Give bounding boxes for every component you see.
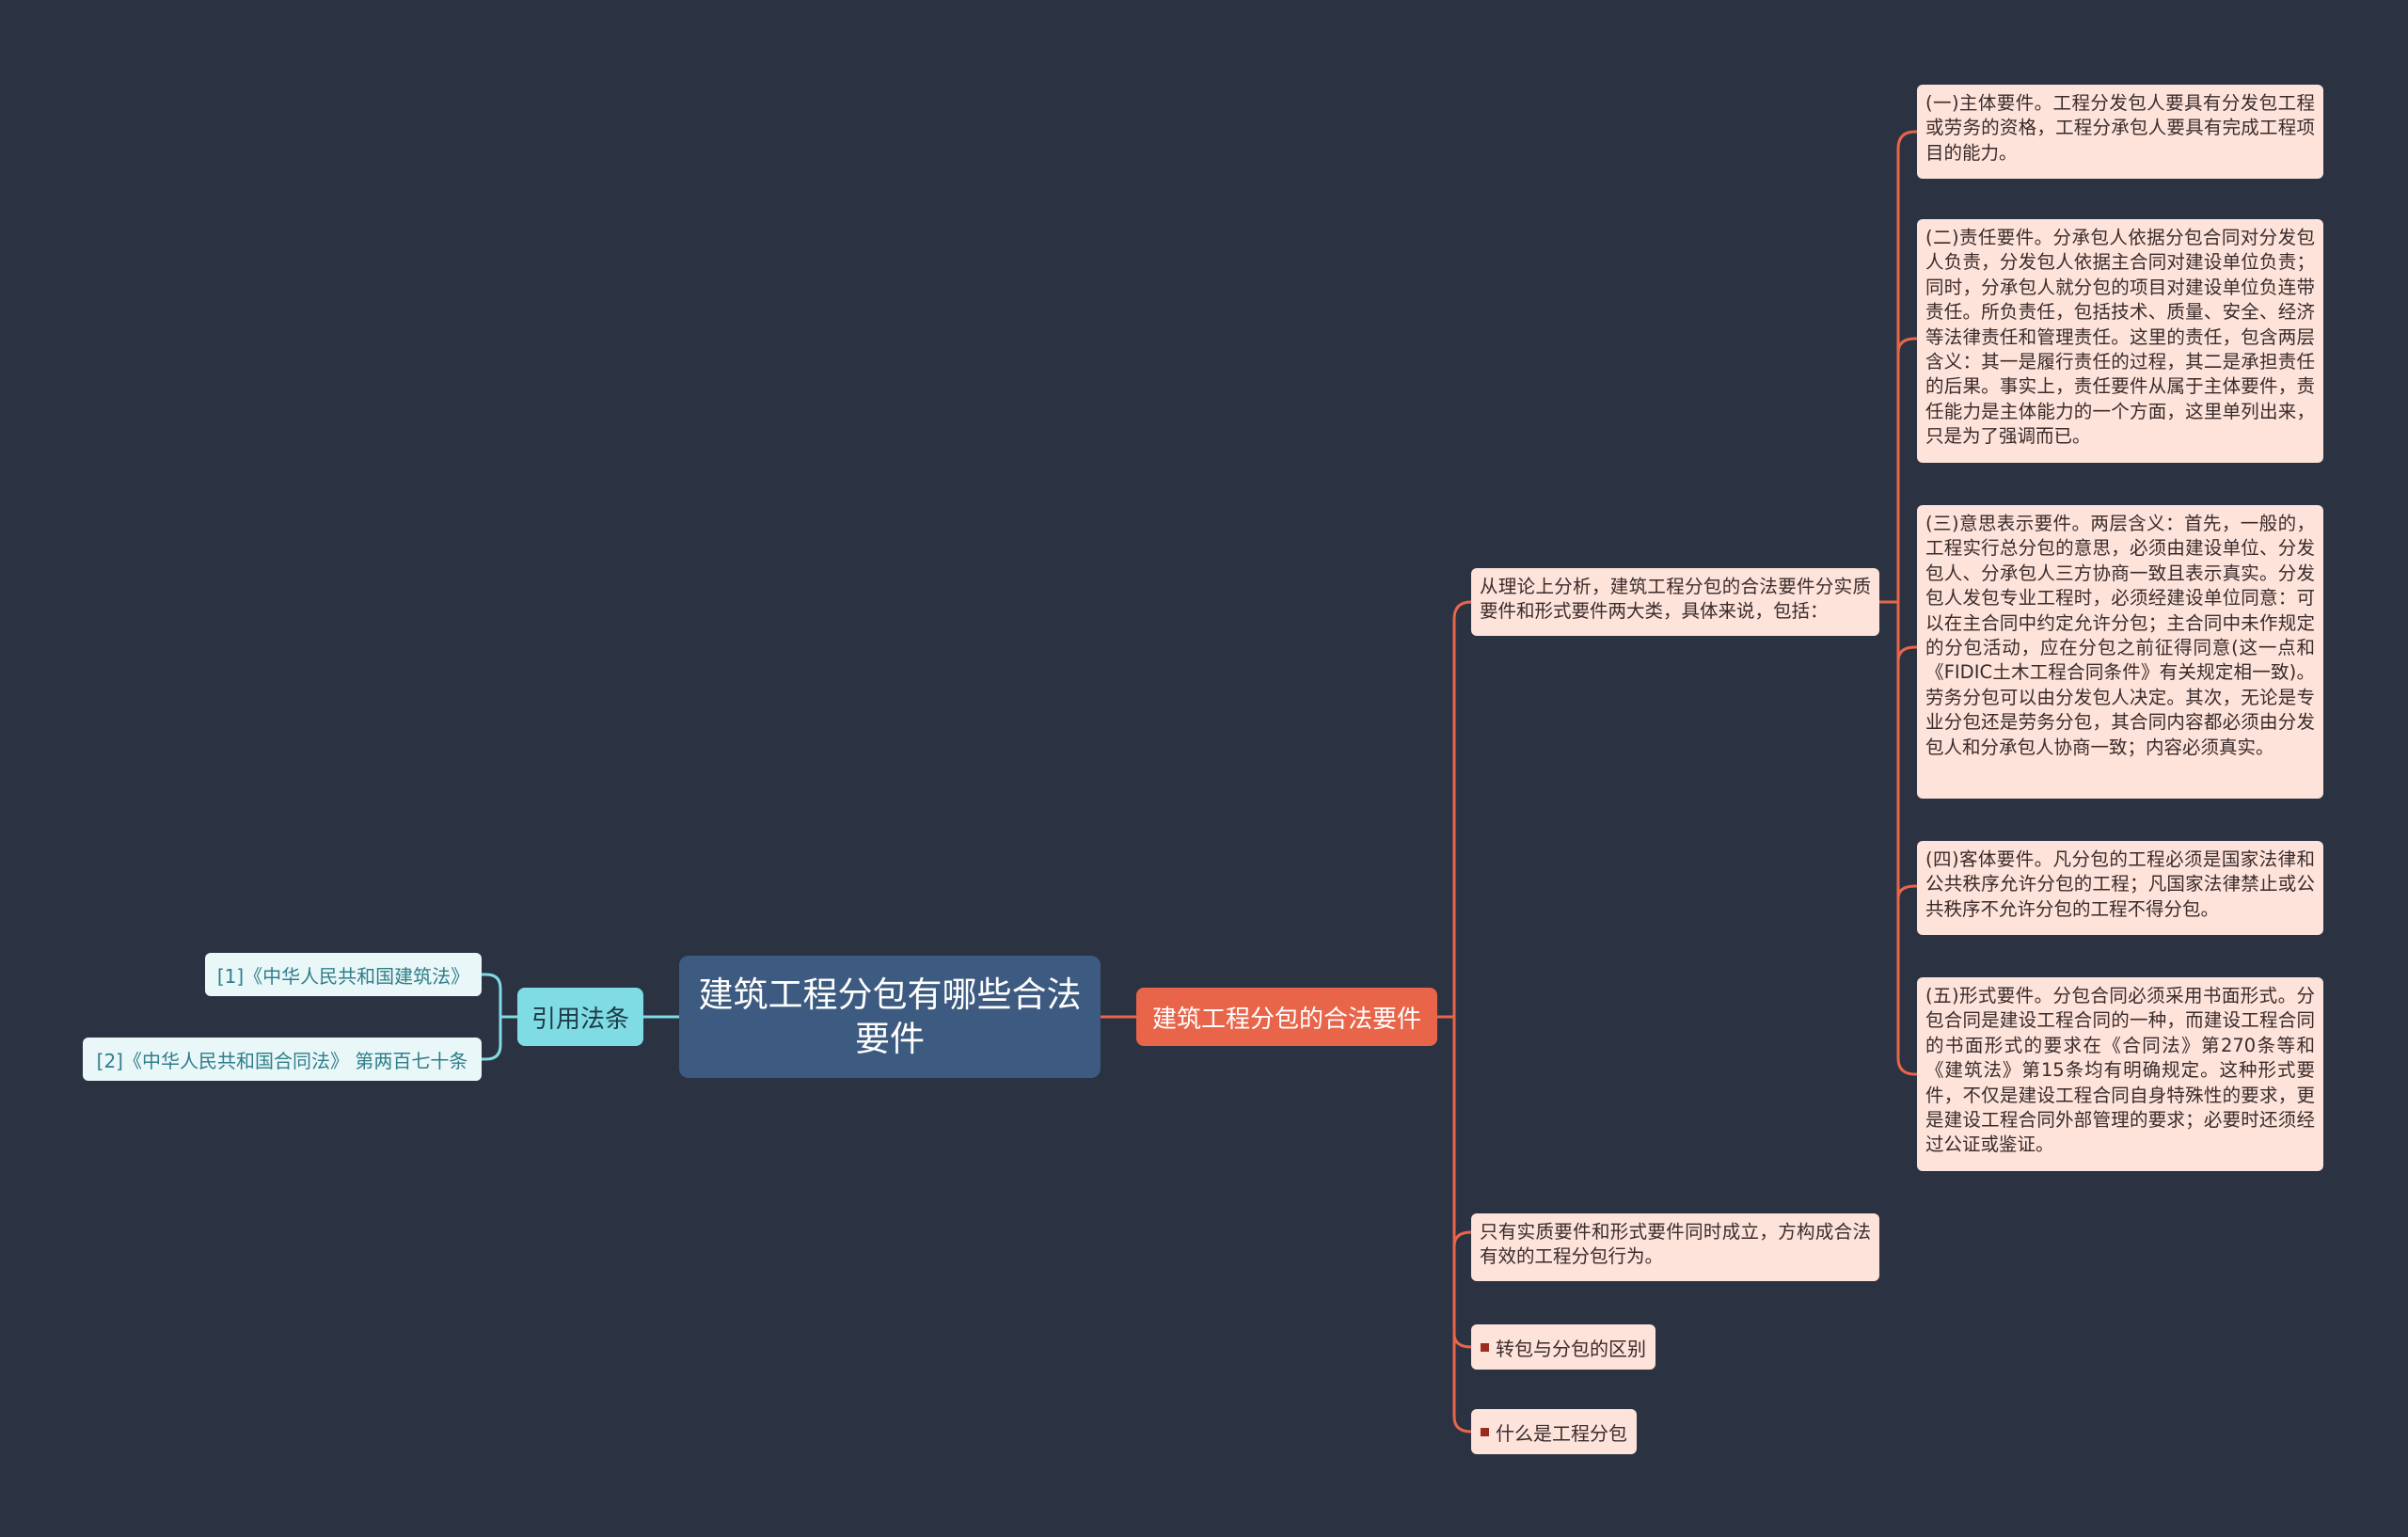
root-topic[interactable]: 建筑工程分包有哪些合法要件: [679, 956, 1101, 1078]
requirement-text: (五)形式要件。分包合同必须采用书面形式。分包合同是建设工程合同的一种，而建设工…: [1925, 985, 2315, 1156]
requirement-text: (四)客体要件。凡分包的工程必须是国家法律和公共秩序允许分包的工程；凡国家法律禁…: [1925, 848, 2315, 920]
branch-cited-laws[interactable]: 引用法条: [517, 988, 643, 1046]
requirement-text: (一)主体要件。工程分发包人要具有分发包工程或劳务的资格，工程分承包人要具有完成…: [1925, 92, 2315, 164]
requirement-object[interactable]: (四)客体要件。凡分包的工程必须是国家法律和公共秩序允许分包的工程；凡国家法律禁…: [1917, 841, 2323, 935]
requirement-text: (三)意思表示要件。两层含义：首先，一般的，工程实行总分包的意思，必须由建设单位…: [1925, 513, 2315, 758]
branch-legal-requirements[interactable]: 建筑工程分包的合法要件: [1136, 988, 1437, 1046]
conclusion-node[interactable]: 只有实质要件和形式要件同时成立，方构成合法有效的工程分包行为。: [1471, 1213, 1879, 1281]
requirement-text: (二)责任要件。分承包人依据分包合同对分发包人负责，分发包人依据主合同对建设单位…: [1925, 227, 2315, 448]
intro-node[interactable]: 从理论上分析，建筑工程分包的合法要件分实质要件和形式要件两大类，具体来说，包括：: [1471, 568, 1879, 636]
conclusion-text: 只有实质要件和形式要件同时成立，方构成合法有效的工程分包行为。: [1480, 1221, 1871, 1268]
law-item-1[interactable]: [1]《中华人民共和国建筑法》: [205, 953, 482, 996]
link-what-is-subcontract[interactable]: 什么是工程分包: [1471, 1409, 1637, 1454]
requirement-form[interactable]: (五)形式要件。分包合同必须采用书面形式。分包合同是建设工程合同的一种，而建设工…: [1917, 977, 2323, 1171]
root-title: 建筑工程分包有哪些合法要件: [698, 974, 1082, 1059]
law-item-2[interactable]: [2]《中华人民共和国合同法》 第两百七十条: [83, 1038, 482, 1081]
bullet-icon: [1481, 1342, 1489, 1352]
law-label: [2]《中华人民共和国合同法》 第两百七十条: [96, 1049, 468, 1072]
branch-label: 引用法条: [531, 1005, 629, 1034]
bullet-icon: [1481, 1427, 1489, 1436]
link-label: 什么是工程分包: [1496, 1421, 1627, 1445]
intro-text: 从理论上分析，建筑工程分包的合法要件分实质要件和形式要件两大类，具体来说，包括：: [1480, 576, 1871, 623]
requirement-intention[interactable]: (三)意思表示要件。两层含义：首先，一般的，工程实行总分包的意思，必须由建设单位…: [1917, 505, 2323, 799]
link-label: 转包与分包的区别: [1496, 1337, 1646, 1360]
requirement-subject[interactable]: (一)主体要件。工程分发包人要具有分发包工程或劳务的资格，工程分承包人要具有完成…: [1917, 85, 2323, 179]
requirement-responsibility[interactable]: (二)责任要件。分承包人依据分包合同对分发包人负责，分发包人依据主合同对建设单位…: [1917, 219, 2323, 463]
law-label: [1]《中华人民共和国建筑法》: [216, 964, 470, 988]
branch-label: 建筑工程分包的合法要件: [1151, 1005, 1421, 1034]
link-transfer-vs-subcontract[interactable]: 转包与分包的区别: [1471, 1324, 1656, 1370]
